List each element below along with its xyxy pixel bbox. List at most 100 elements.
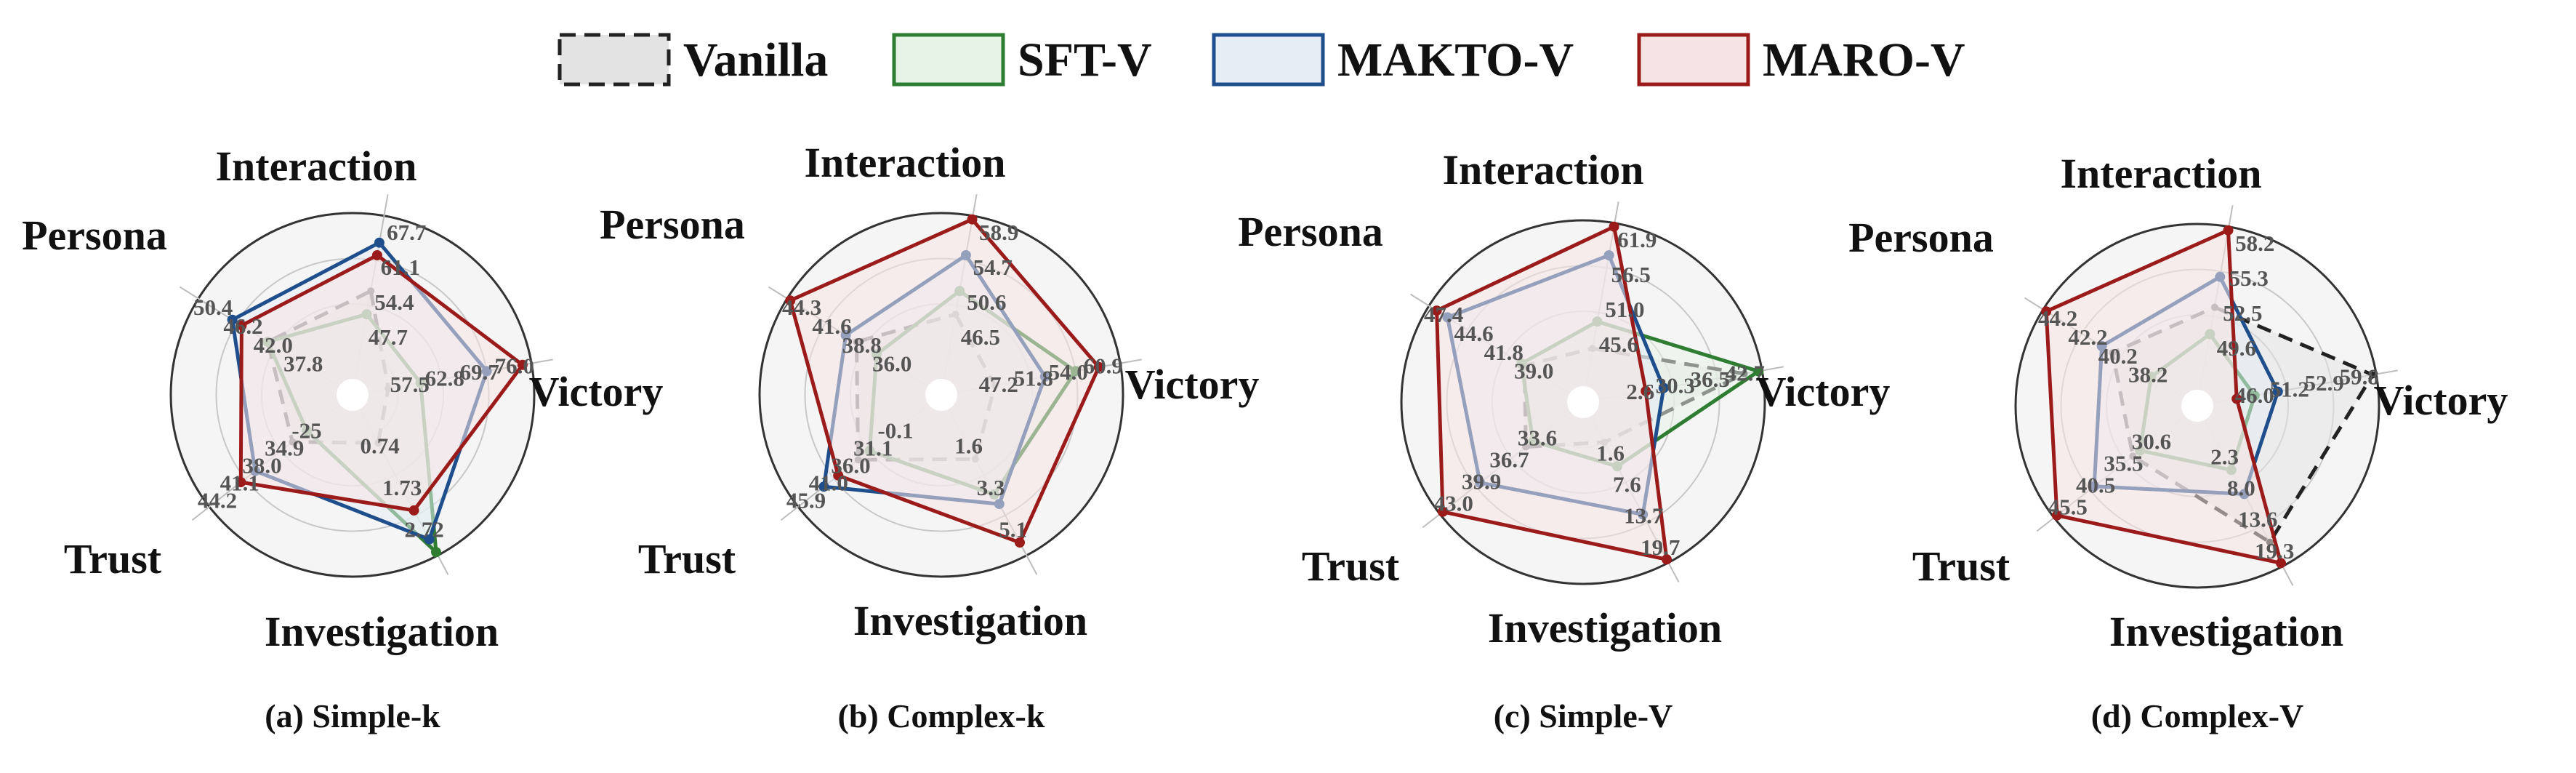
tick-label: 13.6 [2238,507,2277,532]
tick-label: -0.1 [877,417,913,443]
axis-label-persona: Persona [1848,214,1994,261]
series-maro-v-point-persona [236,320,247,331]
tick-label: 49.6 [2217,335,2256,361]
legend-swatch-sft-v [892,33,1005,87]
tick-label: 5.1 [999,516,1027,542]
series-maro-v-point-interaction [1609,221,1619,232]
tick-label: 1.73 [382,475,422,500]
tick-label: 1.6 [1596,441,1625,466]
series-maro-v-point-investigation [408,505,419,516]
legend-label-sft-v: SFT-V [1018,33,1152,87]
series-sft-v-point-investigation [431,547,441,558]
tick-label: 31.1 [853,435,893,460]
series-maro-v-point-trust [833,470,844,481]
tick-label: 44.2 [2038,305,2077,331]
radar-center [2181,390,2213,422]
tick-label: 61.1 [381,255,420,280]
legend-swatch-maro-v [1637,33,1750,87]
series-maro-v-polygon [238,253,525,513]
tick-label: 44.6 [1454,321,1493,346]
tick-label: 41.0 [809,470,848,495]
tick-label: 61.9 [1617,227,1657,252]
tick-label: 44.3 [782,295,821,320]
series-makto-v-point-victory [2272,386,2283,397]
tick-label: 50.4 [193,295,233,320]
legend-item-maro-v: MARO-V [1637,33,1965,87]
tick-label: 41.8 [1484,340,1524,365]
tick-label: 3.3 [977,475,1005,500]
tick-label: -25 [291,417,321,443]
series-maro-v-point-interaction [2223,225,2234,236]
tick-label: 42.0 [254,332,293,358]
tick-label: 54.7 [973,255,1013,280]
tick-label: 39.0 [1514,359,1553,384]
legend-swatch-vanilla [558,33,671,87]
series-maro-v-point-trust [2051,510,2062,521]
axis-label-interaction: Interaction [2060,150,2261,197]
tick-label: 39.9 [1462,468,1501,494]
series-maro-v-point-investigation [2276,558,2286,569]
series-maro-v-point-trust [1437,506,1448,517]
tick-label: 7.6 [1613,472,1641,497]
series-maro-v-point-interaction [371,250,382,260]
series-maro-v-point-persona [785,295,796,306]
legend-item-vanilla: Vanilla [558,33,828,87]
tick-label: 0.74 [360,433,399,459]
tick-label: 51.0 [1605,297,1644,322]
series-maro-v-point-trust [236,477,246,488]
axis-label-interaction: Interaction [804,139,1005,186]
tick-label: 30.3 [1656,373,1695,398]
series-maro-v-point-persona [2041,306,2052,317]
tick-label: 45.5 [2048,494,2088,519]
panel-caption: (b) Complex-k [838,697,1045,734]
series-maro-v-polygon [2044,228,2283,565]
tick-label: 57.5 [390,372,430,397]
radar-center [337,379,369,411]
tick-label: 59.8 [2340,364,2379,390]
axis-label-victory: Victory [529,368,664,415]
series-maro-v-point-investigation [1662,554,1672,565]
axis-label-victory: Victory [1756,368,1891,415]
tick-label: 58.2 [2235,231,2274,256]
axis-label-victory: Victory [2374,377,2508,424]
radar-panel-a-simple-k: 47.754.461.167.757.562.869.776.00.741.73… [22,143,663,734]
tick-label: 67.7 [387,220,426,245]
legend-item-makto-v: MAKTO-V [1212,33,1574,87]
tick-label: 46.2 [223,313,262,339]
series-maro-v-point-investigation [1015,537,1025,548]
radar-center [925,379,957,411]
panel-caption: (d) Complex-V [2091,697,2304,734]
panel-caption: (c) Simple-V [1494,697,1673,734]
tick-label: 38.2 [2128,362,2168,388]
series-makto-v-point-trust [818,481,829,492]
tick-label: 8.0 [2227,476,2255,501]
series-maro-v-polygon [1435,225,1669,561]
tick-label: 13.7 [1624,503,1663,529]
tick-label: 37.8 [283,351,323,377]
tick-label: 51.8 [1014,366,1053,391]
legend: Vanilla SFT-V MAKTO-V MARO-V [558,33,1965,87]
axis-label-trust: Trust [64,535,162,582]
tick-label: 62.8 [425,366,464,391]
tick-label: 40.2 [2098,343,2138,369]
tick-label: 36.5 [1691,367,1730,392]
series-maro-v-point-persona [1431,305,1442,316]
tick-label: 2.3 [2210,444,2239,470]
series-maro-v-point-victory [517,359,528,370]
tick-label: 35.5 [2104,450,2143,476]
series-maro-v-point-victory [2231,393,2242,404]
axis-label-trust: Trust [1912,542,2011,590]
axis-label-trust: Trust [1302,542,1400,590]
legend-label-maro-v: MARO-V [1763,33,1965,87]
series-maro-v-point-victory [1093,361,1104,372]
tick-label: 50.6 [967,289,1006,315]
tick-label: 36.0 [831,452,870,478]
tick-label: 41.6 [812,313,851,339]
axis-label-persona: Persona [600,201,745,248]
series-makto-v-point-persona [227,314,238,325]
tick-label: 19.7 [1641,534,1680,560]
tick-label: 40.5 [2076,472,2115,497]
tick-label: 38.0 [242,452,281,478]
